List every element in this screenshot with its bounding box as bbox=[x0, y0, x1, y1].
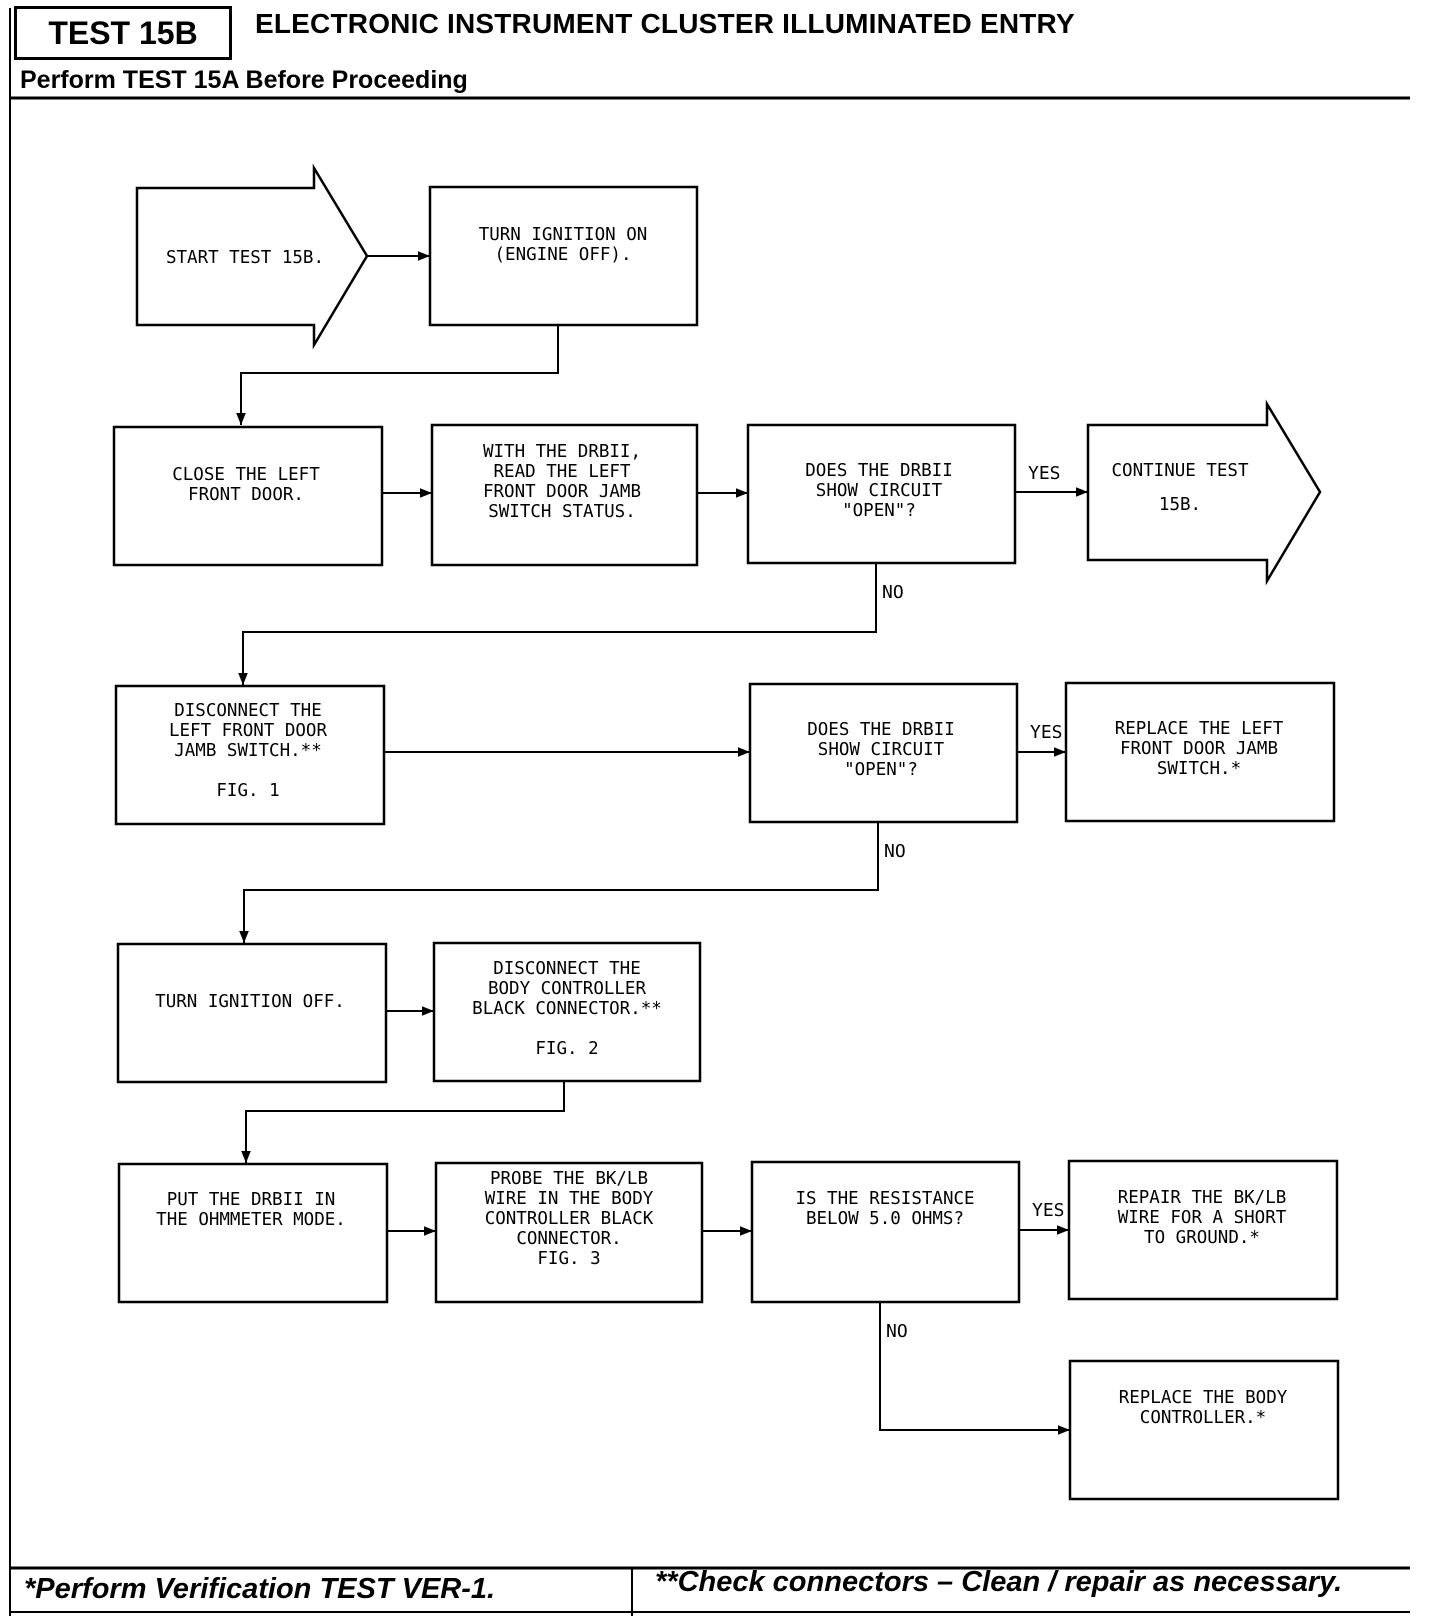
node-text-line: FRONT DOOR. bbox=[188, 485, 304, 505]
node-texts: START TEST 15B. TURN IGNITION ON(ENGINE O… bbox=[155, 225, 1288, 1428]
node-disconnect-switch-shape bbox=[114, 684, 386, 826]
node-text-line: DISCONNECT THE bbox=[493, 959, 641, 979]
node-text-line: "OPEN"? bbox=[842, 501, 916, 521]
node-text-line: START TEST 15B. bbox=[166, 248, 324, 268]
node-text-line: SHOW CIRCUIT bbox=[816, 481, 943, 501]
node-ignition-off-shape bbox=[116, 942, 388, 1084]
edge-disconnect-bc-to-ohmmeter bbox=[241, 1081, 565, 1163]
node-ignition-off-text: TURN IGNITION OFF. bbox=[155, 992, 345, 1012]
label-q1-yes: YES bbox=[1028, 463, 1061, 484]
node-text-line: IS THE RESISTANCE bbox=[795, 1189, 974, 1209]
node-continue-text: CONTINUE TEST 15B. bbox=[1112, 461, 1249, 515]
node-shapes bbox=[112, 163, 1340, 1501]
page-title: ELECTRONIC INSTRUMENT CLUSTER ILLUMINATE… bbox=[255, 8, 1075, 39]
node-q1-shape bbox=[746, 423, 1017, 565]
node-repair-shape bbox=[1067, 1159, 1339, 1301]
node-text-line: PUT THE DRBII IN bbox=[167, 1190, 336, 1210]
node-continue-shape bbox=[1086, 399, 1322, 586]
node-text-line: TURN IGNITION OFF. bbox=[155, 992, 345, 1012]
node-text-line: FRONT DOOR JAMB bbox=[483, 482, 641, 502]
edge-q2-no bbox=[239, 822, 879, 943]
node-text-line: READ THE LEFT bbox=[494, 462, 631, 482]
node-text-line: TURN IGNITION ON bbox=[479, 225, 648, 245]
node-text-line: SHOW CIRCUIT bbox=[818, 740, 945, 760]
node-text-line: (ENGINE OFF). bbox=[495, 245, 632, 265]
test-id-box: TEST 15B bbox=[14, 6, 232, 60]
node-text-line: CONTINUE TEST bbox=[1112, 461, 1249, 481]
node-text-line: REPLACE THE LEFT bbox=[1115, 719, 1284, 739]
edge-q1-no bbox=[238, 563, 877, 685]
node-text-line: FRONT DOOR JAMB bbox=[1120, 739, 1278, 759]
edge-labels: YES NO YES NO YES NO bbox=[882, 463, 1065, 1342]
edge-ignition-to-close-door bbox=[236, 325, 559, 425]
label-q3-yes: YES bbox=[1032, 1200, 1065, 1221]
node-text-line: WITH THE DRBII, bbox=[483, 442, 641, 462]
node-close-door-shape bbox=[112, 425, 384, 567]
node-text-line: BELOW 5.0 OHMS? bbox=[806, 1209, 964, 1229]
node-text-line: TO GROUND.* bbox=[1144, 1228, 1260, 1248]
node-start-text: START TEST 15B. bbox=[166, 248, 324, 268]
node-text-line: WIRE IN THE BODY bbox=[485, 1189, 654, 1209]
page-frame bbox=[9, 8, 1410, 1616]
node-text-line: LEFT FRONT DOOR bbox=[169, 721, 328, 741]
node-text-line: PROBE THE BK/LB bbox=[490, 1169, 648, 1189]
node-ignition-on-shape bbox=[428, 185, 699, 327]
node-text-line: REPAIR THE BK/LB bbox=[1118, 1188, 1287, 1208]
node-ignition-on-text: TURN IGNITION ON(ENGINE OFF). bbox=[479, 225, 648, 265]
node-text-line: 15B. bbox=[1159, 495, 1201, 515]
node-text-line: SWITCH STATUS. bbox=[488, 502, 636, 522]
connectors bbox=[236, 251, 1088, 1435]
node-text-line: FIG. 2 bbox=[535, 1039, 598, 1059]
node-text-line: CLOSE THE LEFT bbox=[172, 465, 320, 485]
node-probe-shape bbox=[434, 1161, 704, 1304]
node-text-line: CONTROLLER BLACK bbox=[485, 1209, 654, 1229]
node-text-line: FIG. 1 bbox=[216, 781, 279, 801]
footer-connector-note: **Check connectors – Clean / repair as n… bbox=[655, 1566, 1343, 1598]
node-text-line: CONTROLLER.* bbox=[1140, 1408, 1266, 1428]
label-q2-no: NO bbox=[884, 841, 906, 862]
node-text-line: BODY CONTROLLER bbox=[488, 979, 647, 999]
prerequisite-note: Perform TEST 15A Before Proceeding bbox=[20, 66, 468, 94]
node-text-line: SWITCH.* bbox=[1157, 759, 1241, 779]
label-q2-yes: YES bbox=[1030, 722, 1063, 743]
node-text-line: "OPEN"? bbox=[844, 760, 918, 780]
node-text-line: THE OHMMETER MODE. bbox=[156, 1210, 346, 1230]
node-text-line: DISCONNECT THE bbox=[174, 701, 322, 721]
node-ohmmeter-shape bbox=[117, 1162, 389, 1304]
node-text-line: FIG. 3 bbox=[537, 1249, 600, 1269]
node-replace-bc-shape bbox=[1068, 1359, 1340, 1501]
footer-verification-note: *Perform Verification TEST VER-1. bbox=[24, 1573, 496, 1605]
node-text-line: DOES THE DRBII bbox=[807, 720, 955, 740]
node-text-line: REPLACE THE BODY bbox=[1119, 1388, 1288, 1408]
node-text-line: BLACK CONNECTOR.** bbox=[472, 999, 662, 1019]
node-text-line: WIRE FOR A SHORT bbox=[1118, 1208, 1287, 1228]
label-q1-no: NO bbox=[882, 582, 904, 603]
label-q3-no: NO bbox=[886, 1321, 908, 1342]
node-replace-switch-shape bbox=[1064, 681, 1336, 823]
node-read-switch-shape bbox=[430, 423, 699, 567]
node-text-line: DOES THE DRBII bbox=[805, 461, 953, 481]
node-text-line: CONNECTOR. bbox=[516, 1229, 621, 1249]
node-start-shape bbox=[135, 163, 369, 350]
node-text-line: JAMB SWITCH.** bbox=[174, 741, 322, 761]
node-disconnect-bc-shape bbox=[432, 941, 702, 1083]
node-q3-shape bbox=[750, 1160, 1021, 1304]
node-q2-shape bbox=[748, 682, 1019, 824]
edge-q3-no bbox=[879, 1302, 1070, 1435]
